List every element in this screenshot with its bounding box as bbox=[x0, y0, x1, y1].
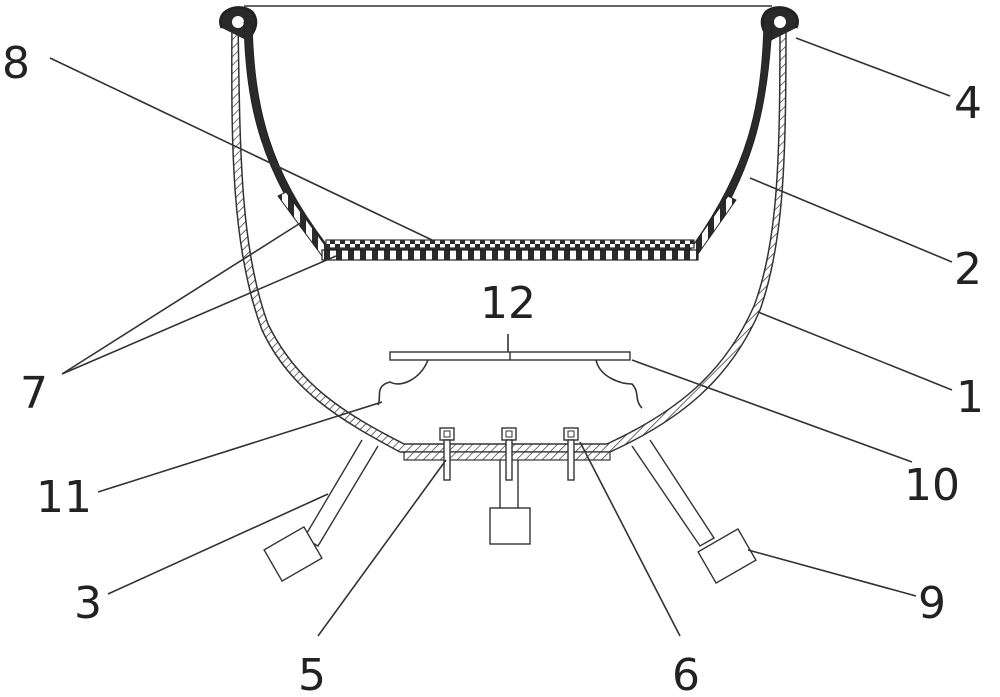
label-1: 1 bbox=[956, 372, 984, 423]
label-5: 5 bbox=[298, 650, 326, 697]
leader-11 bbox=[97, 401, 383, 493]
bottom-plate-top-layer bbox=[325, 239, 695, 249]
label-7: 7 bbox=[20, 368, 48, 419]
leader-2 bbox=[749, 177, 953, 263]
leader-4 bbox=[795, 37, 951, 97]
terminal-left bbox=[439, 427, 455, 481]
left-leg bbox=[263, 439, 379, 583]
label-2: 2 bbox=[954, 244, 982, 295]
right-rim-hole bbox=[774, 16, 786, 28]
leader-8 bbox=[49, 57, 433, 241]
leader-6 bbox=[579, 441, 681, 637]
left-bracket bbox=[377, 359, 429, 406]
label-9: 9 bbox=[918, 578, 946, 629]
terminal-right bbox=[563, 427, 579, 481]
left-rim-hole bbox=[232, 16, 244, 28]
bottom-plate-lower-layer bbox=[321, 249, 699, 261]
left-checker-strip bbox=[277, 191, 331, 257]
leader-5 bbox=[317, 459, 447, 637]
right-leg bbox=[631, 439, 757, 585]
leader-9 bbox=[747, 549, 917, 597]
right-bracket bbox=[595, 359, 643, 409]
right-checker-strip bbox=[689, 195, 737, 255]
label-10: 10 bbox=[904, 460, 960, 511]
central-sensor bbox=[489, 460, 531, 545]
label-4: 4 bbox=[954, 78, 982, 129]
label-11: 11 bbox=[36, 472, 92, 523]
label-8: 8 bbox=[2, 38, 30, 89]
leader-7a bbox=[61, 221, 303, 375]
label-6: 6 bbox=[672, 650, 700, 697]
leader-1 bbox=[757, 311, 953, 391]
leader-10 bbox=[631, 359, 913, 463]
leader-7b bbox=[61, 255, 337, 375]
leader-3 bbox=[107, 493, 329, 595]
inner-liner bbox=[243, 21, 773, 251]
terminal-middle bbox=[501, 427, 517, 481]
label-12: 12 bbox=[480, 278, 536, 329]
label-3: 3 bbox=[74, 578, 102, 629]
